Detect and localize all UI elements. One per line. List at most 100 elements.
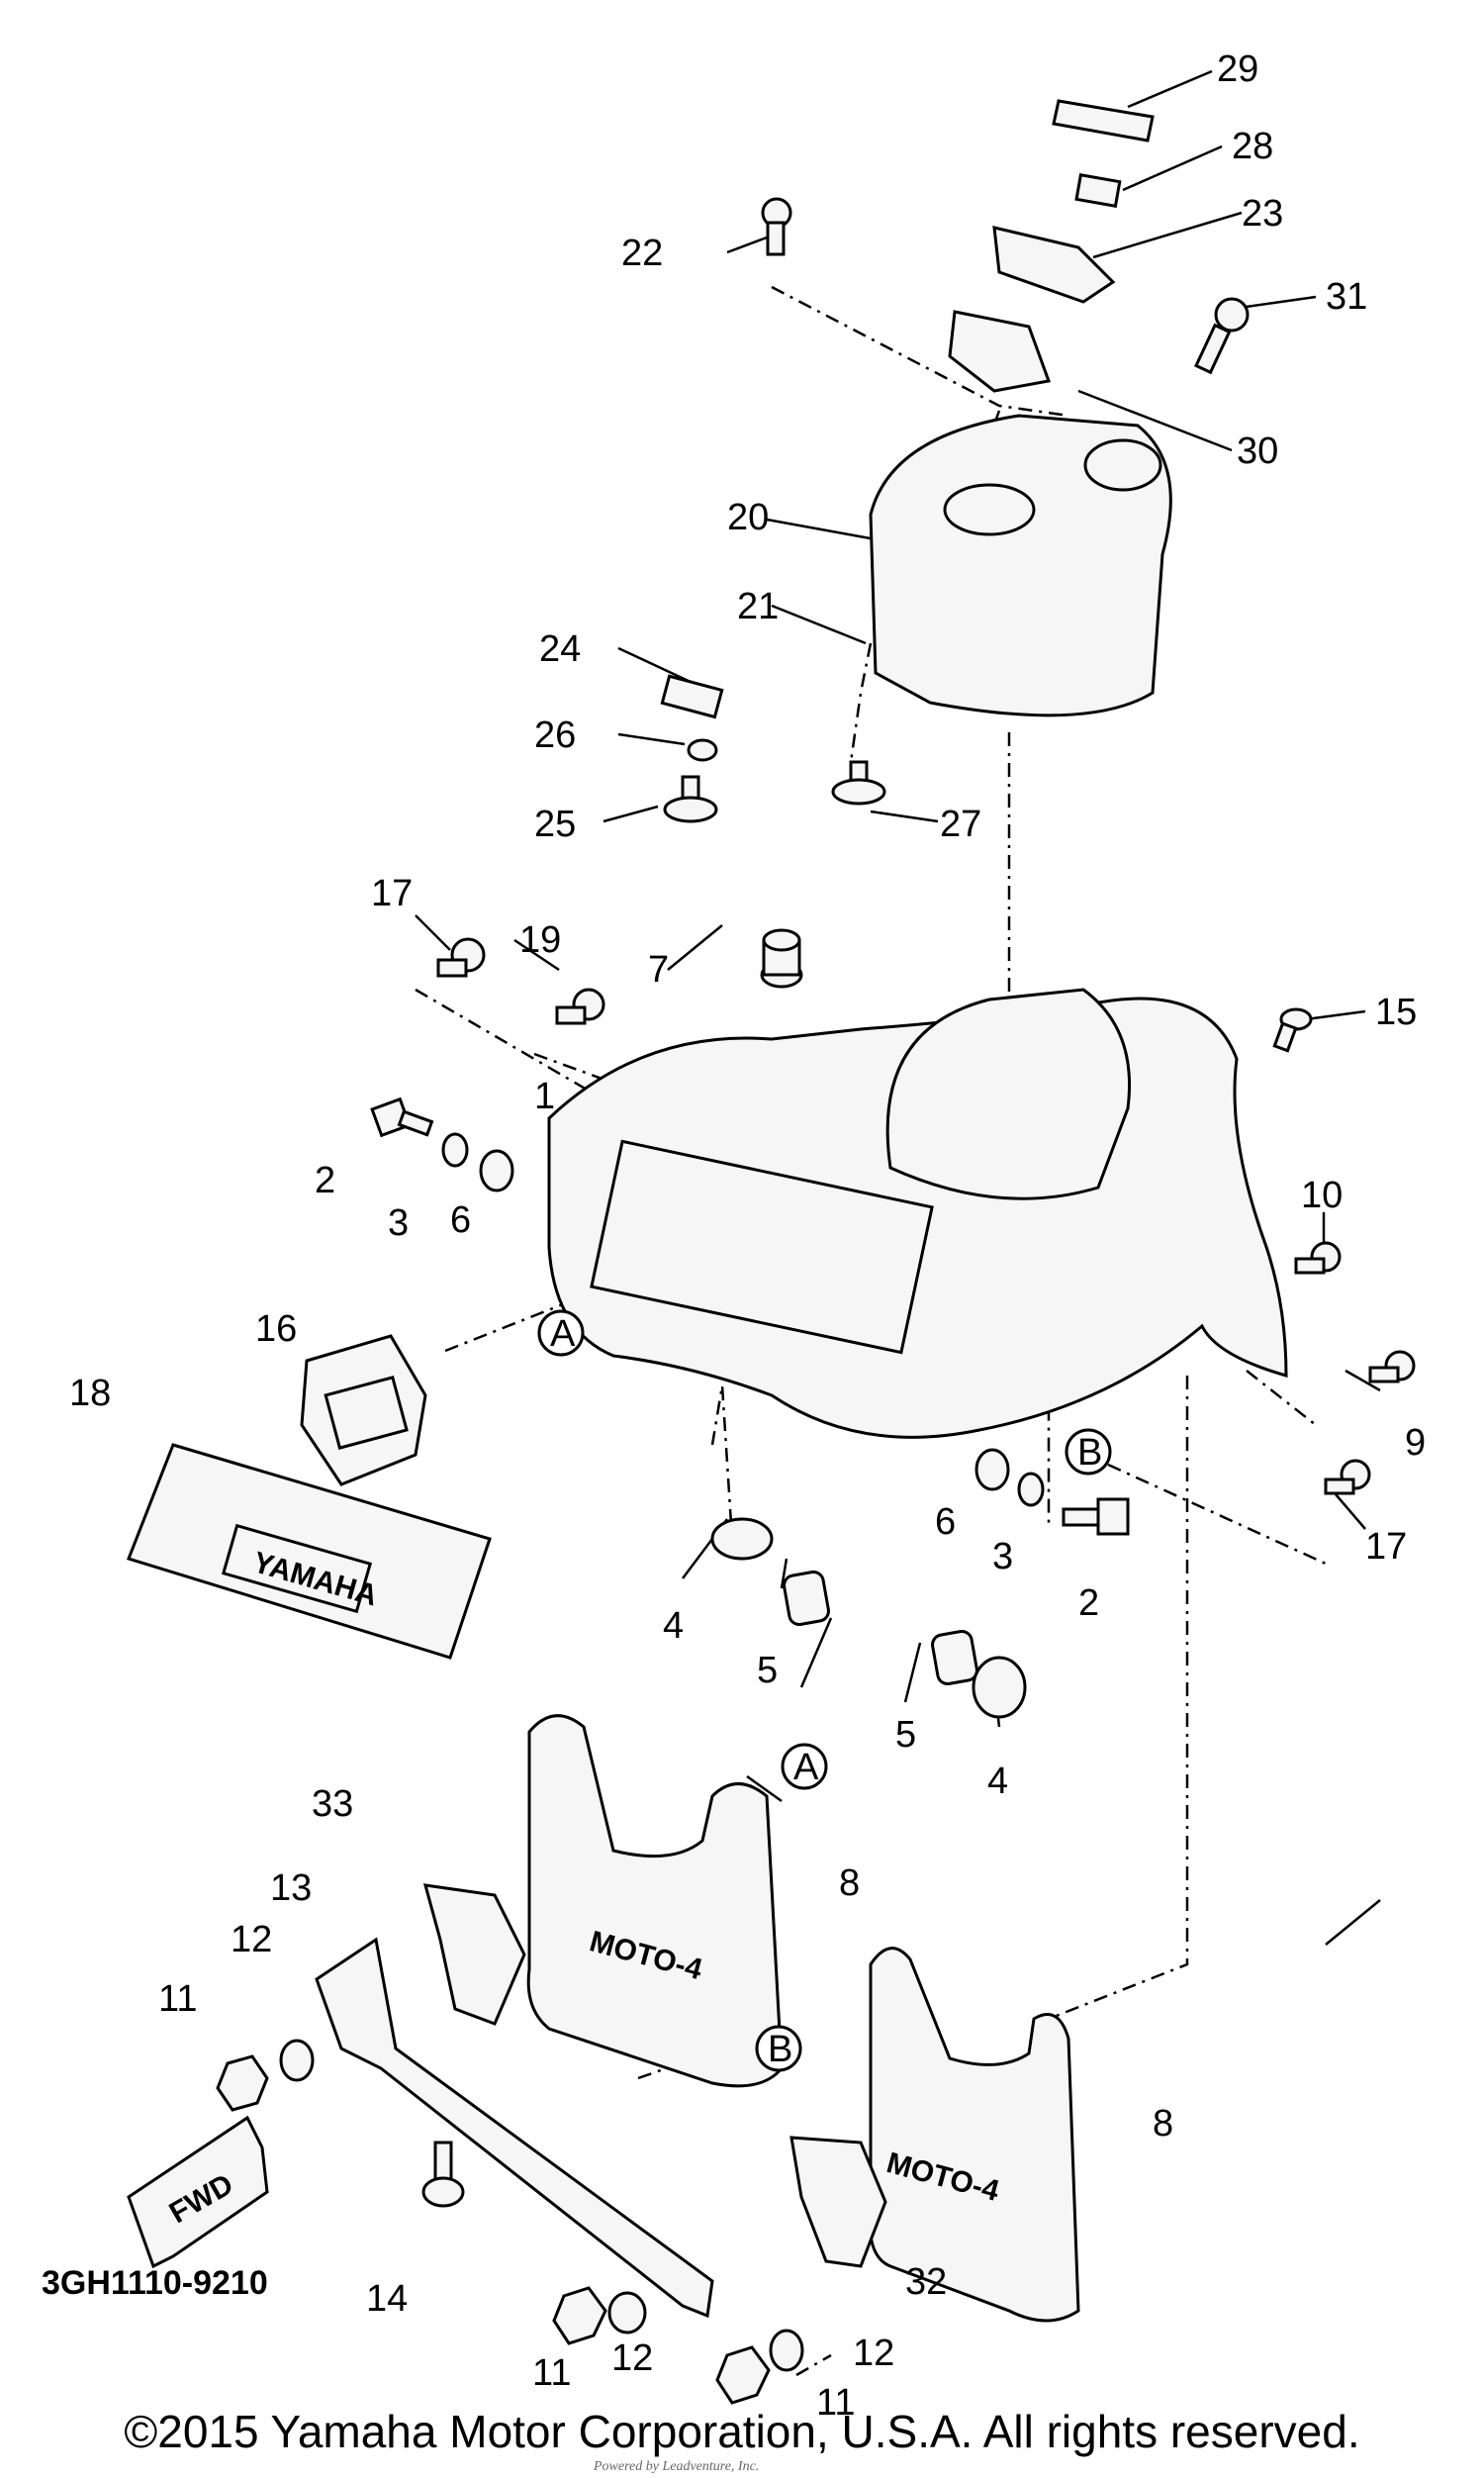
fwd-arrow-icon: FWD: [127, 2115, 269, 2269]
part-7-grommet: [760, 928, 803, 989]
part-8-mudflap-left: MOTO-4: [526, 1714, 784, 2088]
part-11-nut: [216, 2054, 269, 2112]
callout: 31: [1326, 276, 1367, 318]
callout: 19: [519, 919, 561, 961]
part-2-bolt: [370, 1096, 434, 1138]
callout: 25: [534, 804, 576, 845]
callout: 28: [1232, 126, 1273, 167]
callout: 17: [371, 873, 413, 914]
svg-text:A: A: [793, 1747, 819, 1788]
part-17-bolt: [436, 937, 486, 978]
part-29-plate: [1052, 99, 1155, 143]
part-12-washer: [279, 2039, 315, 2082]
part-30-panel: [948, 310, 1052, 393]
callout: 12: [231, 1919, 272, 1960]
part-11-nut-right: [715, 2345, 771, 2405]
part-5-collar-right: [931, 1629, 978, 1686]
callout: 4: [663, 1605, 684, 1647]
callout: 2: [1078, 1582, 1099, 1624]
parts: YAMAHA MOTO-4: [127, 99, 1416, 2405]
callout: 2: [315, 1160, 335, 1201]
part-20-toolbox: [869, 414, 1172, 717]
part-23-bracket: [992, 226, 1116, 304]
callout: 24: [539, 628, 581, 670]
part-4-grommet: [710, 1517, 774, 1561]
part-22-screw: [761, 197, 792, 256]
callout: 3: [388, 1202, 409, 1244]
callout: 7: [648, 949, 669, 991]
callout: 22: [621, 233, 663, 274]
callout: 6: [935, 1501, 956, 1543]
ref-marker-b-upper: B: [1065, 1428, 1112, 1476]
fender-seat-recess: [885, 988, 1132, 1200]
svg-text:B: B: [768, 2029, 792, 2070]
callout: 8: [839, 1862, 860, 1904]
part-25-bolt: [663, 775, 718, 823]
callout: 27: [940, 804, 981, 845]
callout: 33: [312, 1783, 353, 1825]
part-27-bolt: [831, 760, 886, 806]
callout: 8: [1153, 2103, 1173, 2144]
part-4-grommet-right: [972, 1656, 1027, 1719]
part-15-screw: [1272, 1007, 1313, 1053]
part-32-bracket: [789, 2136, 887, 2268]
callout: 32: [905, 2261, 947, 2303]
part-33-bracket: [422, 1883, 526, 2026]
callout: 13: [270, 1867, 312, 1909]
part-6-washer: [479, 1149, 514, 1192]
drawing-number: 3GH1110-9210: [42, 2264, 268, 2302]
callout: 10: [1301, 1175, 1343, 1216]
part-19-bolt: [555, 988, 605, 1025]
fender-light-housing: [590, 1139, 934, 1355]
callout: 21: [737, 586, 779, 627]
part-18-emblem: YAMAHA: [127, 1443, 492, 1660]
part-10-bolt: [1294, 1241, 1342, 1275]
callout: 1: [534, 1076, 555, 1117]
part-12-washer-mid: [607, 2291, 647, 2335]
callout: 18: [69, 1373, 111, 1414]
part-5-collar: [783, 1570, 830, 1627]
callout: 5: [895, 1714, 916, 1756]
callout: 9: [1405, 1422, 1426, 1464]
callout: 11: [158, 1978, 197, 2020]
callout: 26: [534, 715, 576, 756]
part-8-mudflap-right: MOTO-4: [868, 1947, 1080, 2323]
callout: 30: [1237, 430, 1278, 472]
ref-marker-a-upper: A: [537, 1309, 585, 1357]
part-3-washer-right: [1017, 1472, 1045, 1507]
part-6-washer-right: [974, 1448, 1010, 1491]
part-11-nut-mid: [552, 2286, 607, 2345]
callout: 29: [1217, 48, 1258, 90]
callout: 17: [1365, 1526, 1407, 1568]
part-3-washer: [441, 1132, 469, 1168]
part-31-bolt: [1194, 297, 1250, 375]
part-26-nut: [687, 738, 718, 762]
callout: 16: [255, 1308, 297, 1350]
svg-text:B: B: [1077, 1432, 1102, 1474]
callout: 15: [1375, 992, 1417, 1033]
part-13-stay: [315, 1937, 714, 2319]
part-2-bolt-right: [1062, 1497, 1130, 1536]
callout: 12: [853, 2333, 894, 2374]
callout: 6: [450, 1199, 471, 1241]
callout: 11: [532, 2352, 571, 2394]
part-16-tail-light: [300, 1334, 427, 1486]
copyright-notice: ©2015 Yamaha Motor Corporation, U.S.A. A…: [124, 2406, 1360, 2457]
callout: 3: [992, 1536, 1013, 1577]
watermark-text: Powered by Leadventure, Inc.: [594, 2459, 760, 2474]
svg-text:A: A: [550, 1313, 576, 1355]
callout: 11: [816, 2382, 855, 2424]
part-14-bolt: [421, 2141, 465, 2208]
callout: 23: [1242, 193, 1283, 235]
ref-marker-b-lower: B: [755, 2025, 802, 2072]
callout: 12: [611, 2337, 653, 2379]
callout: 14: [366, 2278, 408, 2320]
part-9-bolt: [1368, 1350, 1416, 1383]
callout-labels: 29 28 23 22 31 30 20 21 24 26 25 27 17 1…: [69, 48, 1426, 2424]
part-12-washer-right: [769, 2329, 804, 2372]
callout: 5: [757, 1650, 778, 1691]
part-24-clip: [660, 674, 724, 719]
part-17-bolt-right: [1324, 1459, 1371, 1495]
part-28-clip: [1074, 172, 1122, 209]
